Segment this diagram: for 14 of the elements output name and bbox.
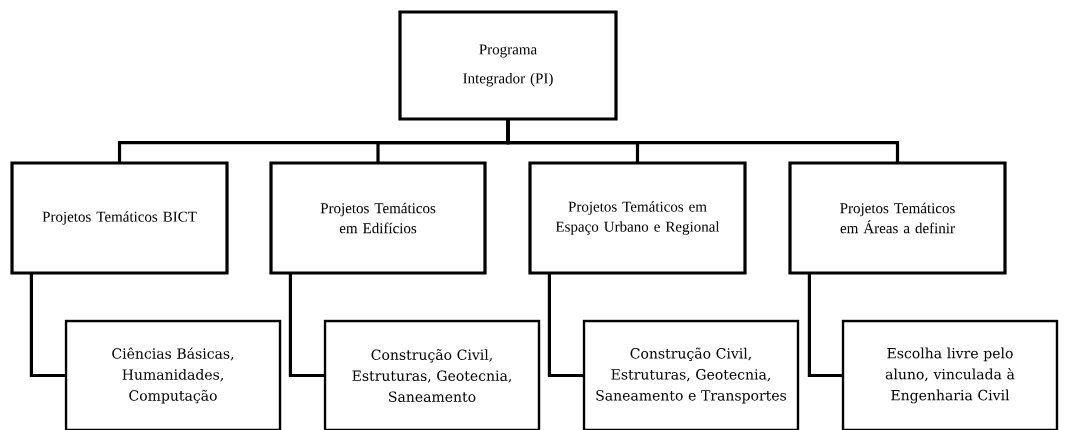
connector-line [506,119,900,163]
theme-box: Projetos Temáticos BICT [10,161,229,275]
connector-line [807,273,844,378]
area-box: Ciências Básicas, Humanidades, Computação [64,319,282,430]
connector-line [288,273,326,378]
area-box: Construção Civil, Estruturas, Geotecnia, Saneamento e Transportes [582,319,800,430]
connector-line [547,273,585,378]
theme-box: Projetos Temáticos em Áreas a definir [788,161,1007,275]
program-box: Programa Integrador (PI) [398,10,618,121]
theme-box: Projetos Temáticos em Edifícios [269,161,487,275]
theme-box: Projetos Temáticos em Espaço Urbano e Regional [528,161,747,275]
area-box: Escolha livre pelo aluno, vinculada à Engenharia Civil [841,319,1059,430]
area-box: Construção Civil, Estruturas, Geotecnia, Saneamento [323,319,541,430]
connector-line [29,273,67,378]
